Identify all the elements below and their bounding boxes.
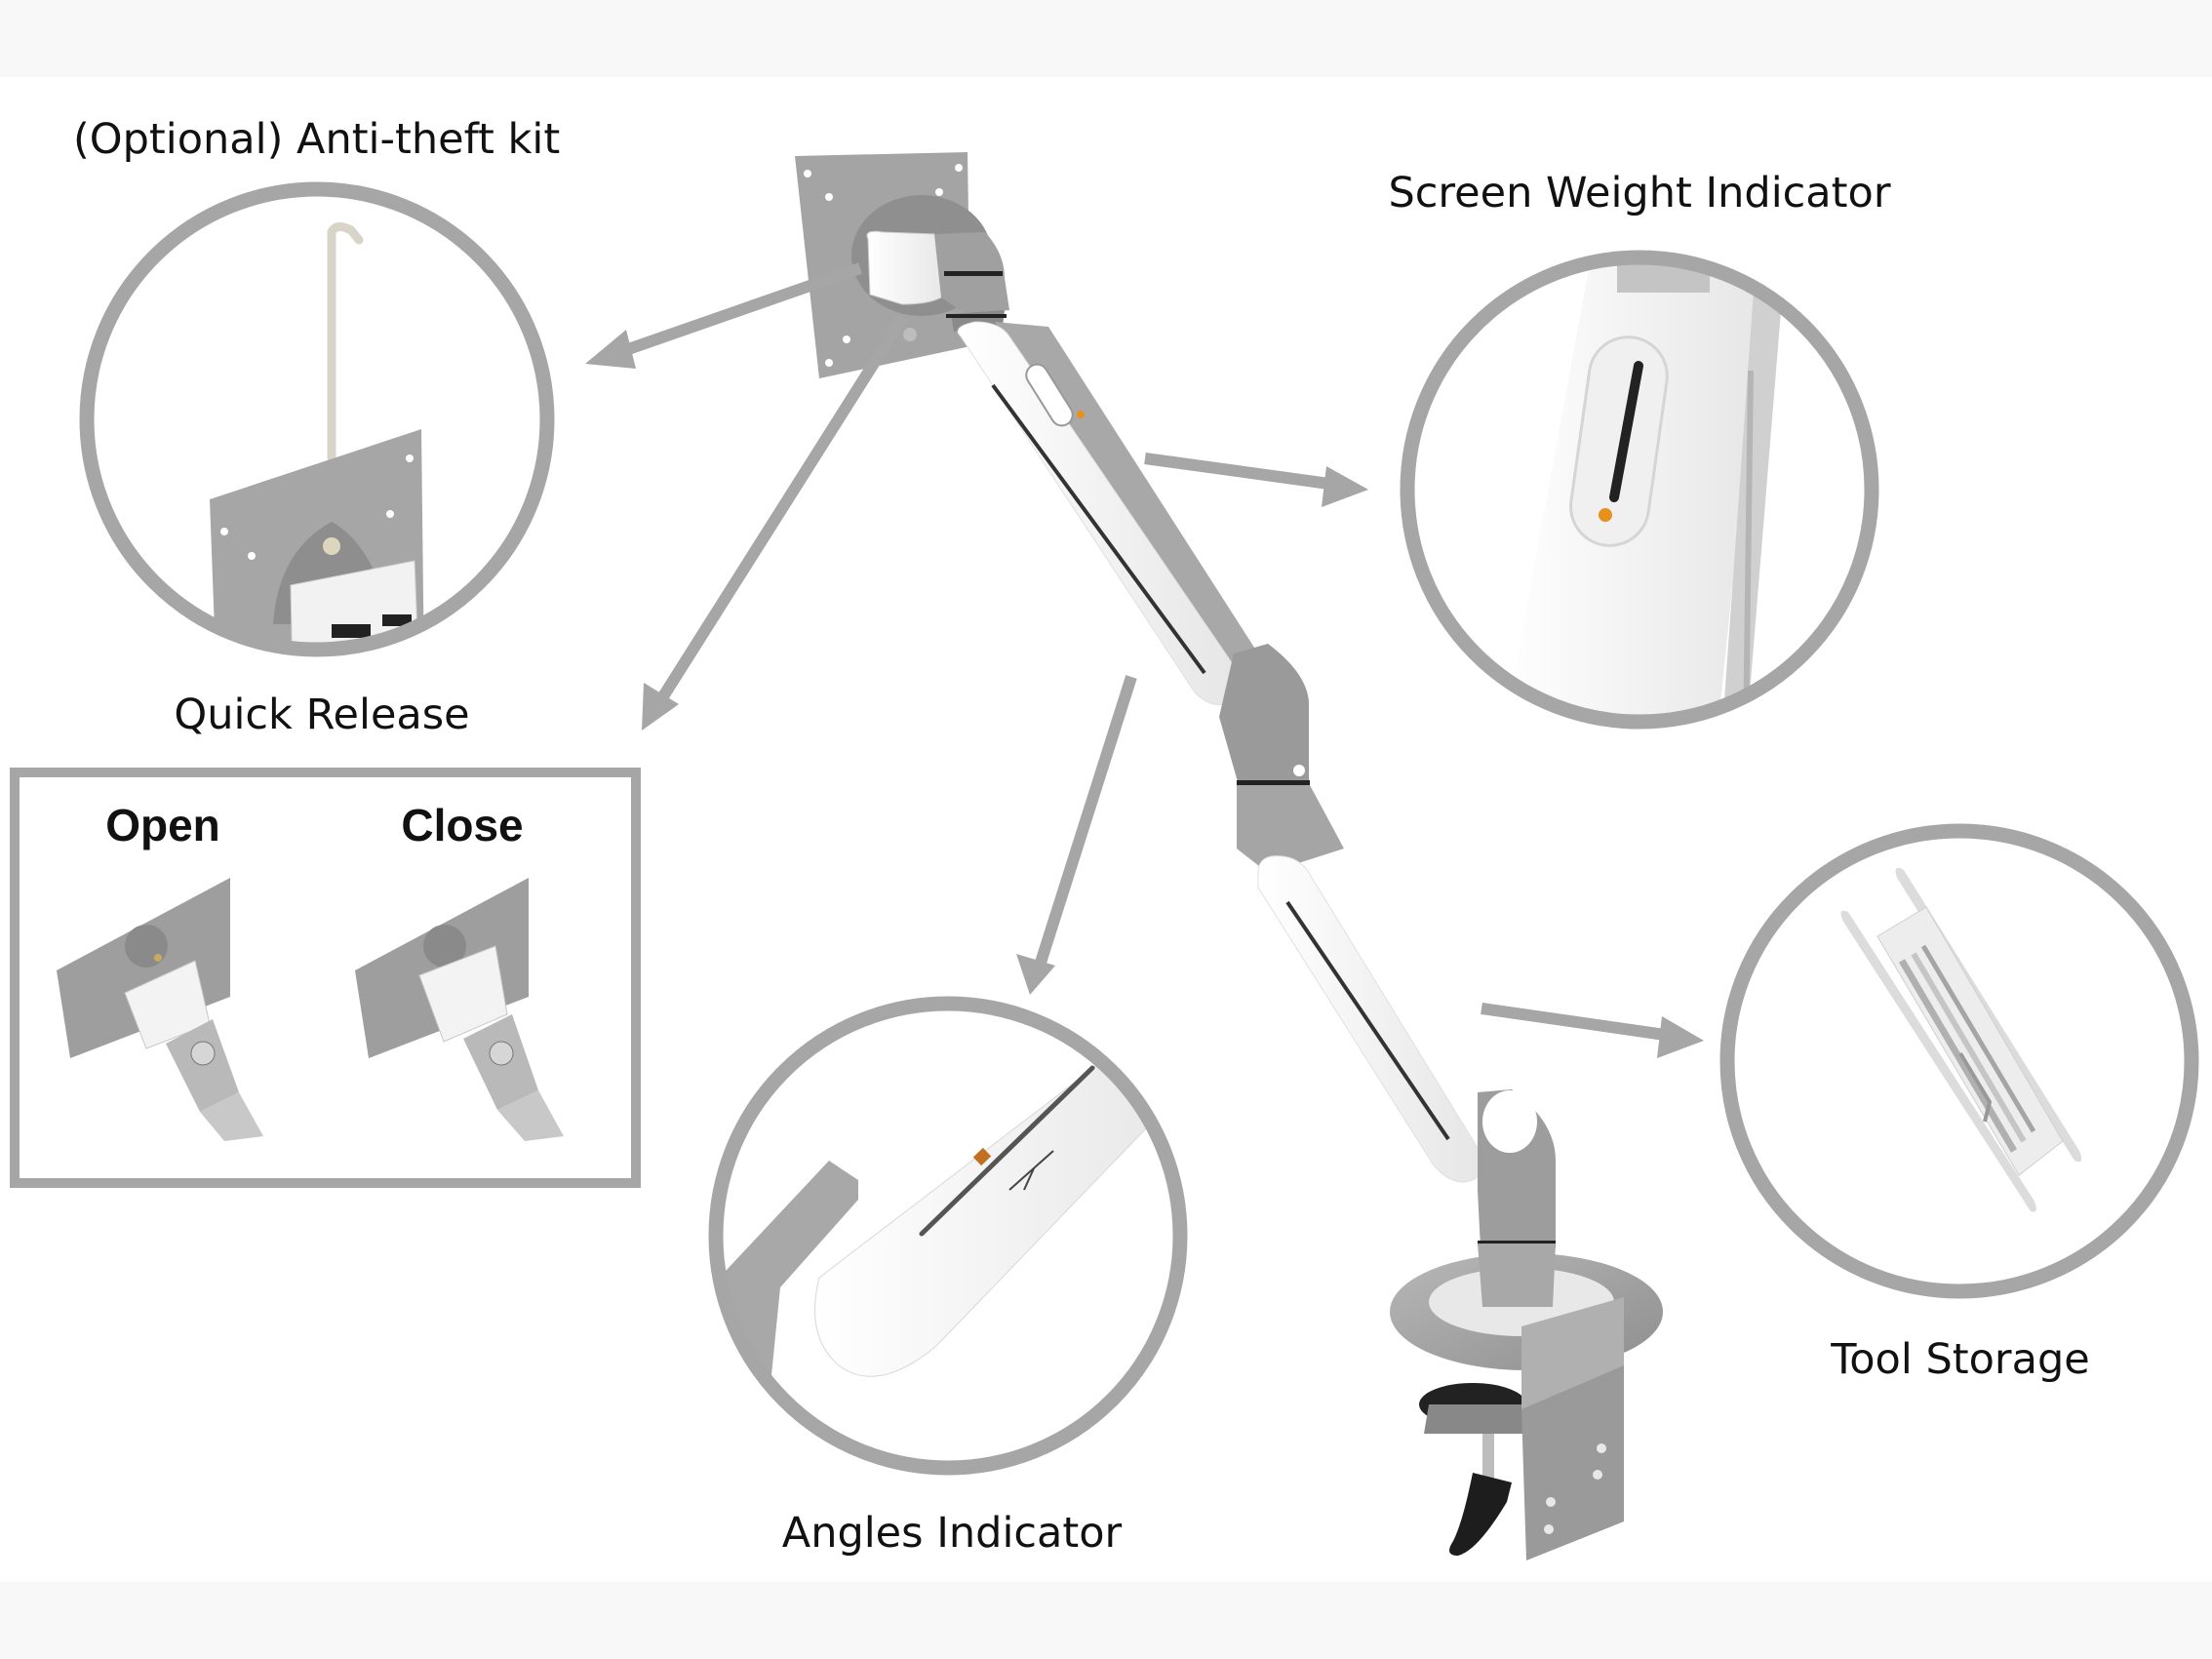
angles-indicator-label: Angles Indicator bbox=[781, 1509, 1123, 1558]
forearm bbox=[1257, 855, 1484, 1183]
arrow-to-tool-storage bbox=[1481, 1003, 1704, 1058]
quick-release-open-label: Open bbox=[105, 800, 220, 850]
quick-release-close-image bbox=[355, 878, 564, 1141]
quick-release-close-label: Close bbox=[401, 800, 524, 850]
upper-arm bbox=[957, 321, 1258, 705]
angles-callout bbox=[708, 996, 1188, 1476]
tool-storage-label: Tool Storage bbox=[1831, 1335, 2090, 1384]
anti-theft-label: (Optional) Anti-theft kit bbox=[73, 115, 561, 164]
bottom-band bbox=[0, 1582, 2212, 1659]
anti-theft-callout bbox=[79, 181, 555, 657]
quick-release-label: Quick Release bbox=[174, 691, 470, 739]
screen-weight-callout bbox=[1400, 250, 1879, 730]
screen-weight-label: Screen Weight Indicator bbox=[1388, 169, 1891, 217]
monitor-arm bbox=[795, 152, 1663, 1560]
elbow-joint bbox=[1219, 644, 1344, 873]
arrow-to-angles bbox=[1016, 675, 1137, 995]
weight-gauge bbox=[1569, 336, 1669, 547]
tilt-head bbox=[866, 230, 1009, 332]
quick-release-open-image bbox=[57, 878, 263, 1141]
callout-arrows bbox=[585, 262, 1704, 1058]
top-band bbox=[0, 0, 2212, 77]
arrow-to-quick-release bbox=[642, 313, 909, 731]
desk-clamp bbox=[1390, 1089, 1663, 1560]
arrow-to-screen-weight bbox=[1144, 453, 1368, 507]
tool-storage-callout bbox=[1719, 823, 2199, 1299]
arrow-to-anti-theft bbox=[585, 262, 862, 369]
